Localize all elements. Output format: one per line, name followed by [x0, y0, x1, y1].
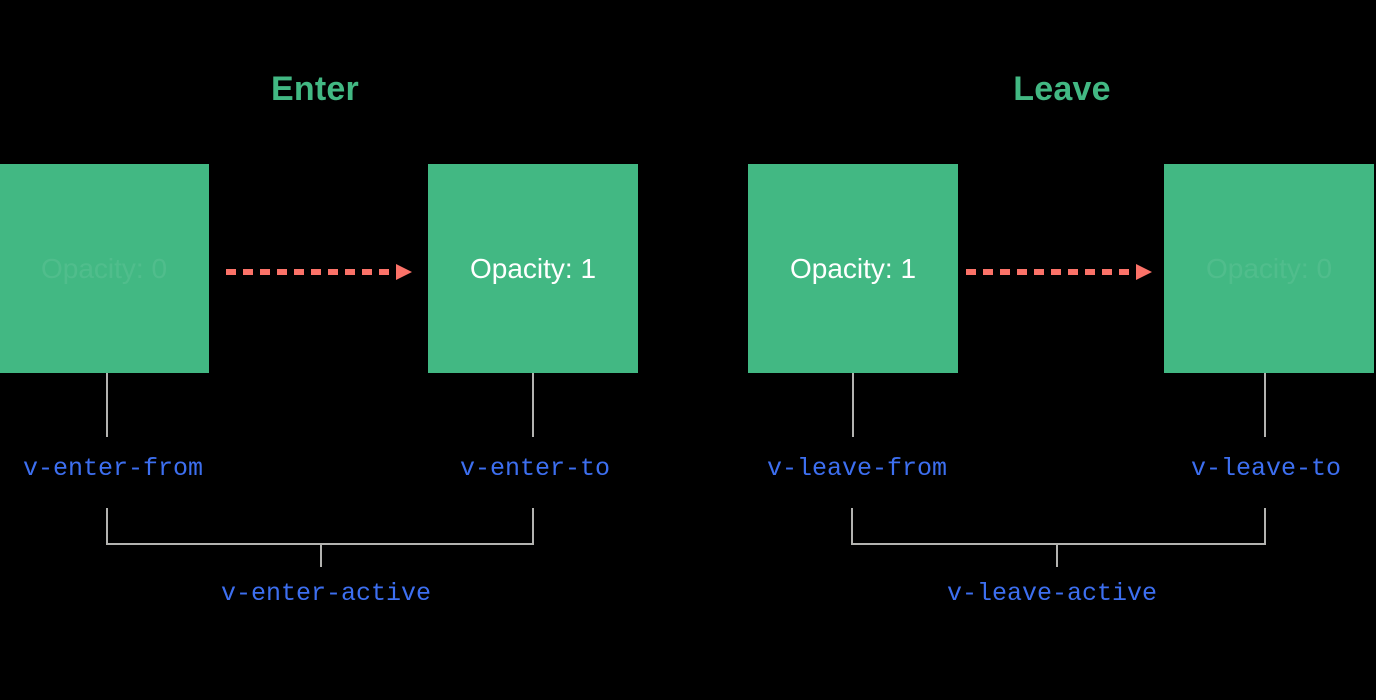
enter-from-state-box: Opacity: 0	[0, 164, 209, 373]
leave-section-title: Leave	[1013, 70, 1111, 108]
leave-arrow-dashed-line	[966, 269, 1136, 275]
leave-to-opacity-label: Opacity: 0	[1205, 252, 1333, 284]
leave-from-state-box: Opacity: 1	[748, 164, 958, 373]
enter-arrow-head-icon	[396, 264, 412, 280]
label-v-leave-from: v-leave-from	[766, 454, 948, 483]
enter-to-opacity-label: Opacity: 1	[469, 252, 597, 284]
leave-arrow-head-icon	[1136, 264, 1152, 280]
leave-active-bracket-icon	[851, 508, 1266, 567]
enter-transition-arrow-icon	[226, 264, 412, 280]
enter-arrow-dashed-line	[226, 269, 396, 275]
leave-to-connector-line	[1264, 373, 1266, 437]
enter-from-opacity-label: Opacity: 0	[40, 252, 168, 284]
label-v-enter-active: v-enter-active	[220, 579, 432, 608]
enter-active-bracket-icon	[106, 508, 534, 567]
label-v-enter-from: v-enter-from	[22, 454, 204, 483]
label-v-leave-active: v-leave-active	[946, 579, 1158, 608]
label-v-leave-to: v-leave-to	[1190, 454, 1342, 483]
leave-active-bracket-stem	[1056, 545, 1058, 567]
label-v-enter-to: v-enter-to	[459, 454, 611, 483]
enter-active-bracket-stem	[320, 545, 322, 567]
enter-from-connector-line	[106, 373, 108, 437]
leave-from-connector-line	[852, 373, 854, 437]
leave-from-opacity-label: Opacity: 1	[789, 252, 917, 284]
enter-section-title: Enter	[271, 70, 359, 108]
leave-to-state-box: Opacity: 0	[1164, 164, 1374, 373]
leave-transition-arrow-icon	[966, 264, 1152, 280]
enter-to-state-box: Opacity: 1	[428, 164, 638, 373]
enter-to-connector-line	[532, 373, 534, 437]
